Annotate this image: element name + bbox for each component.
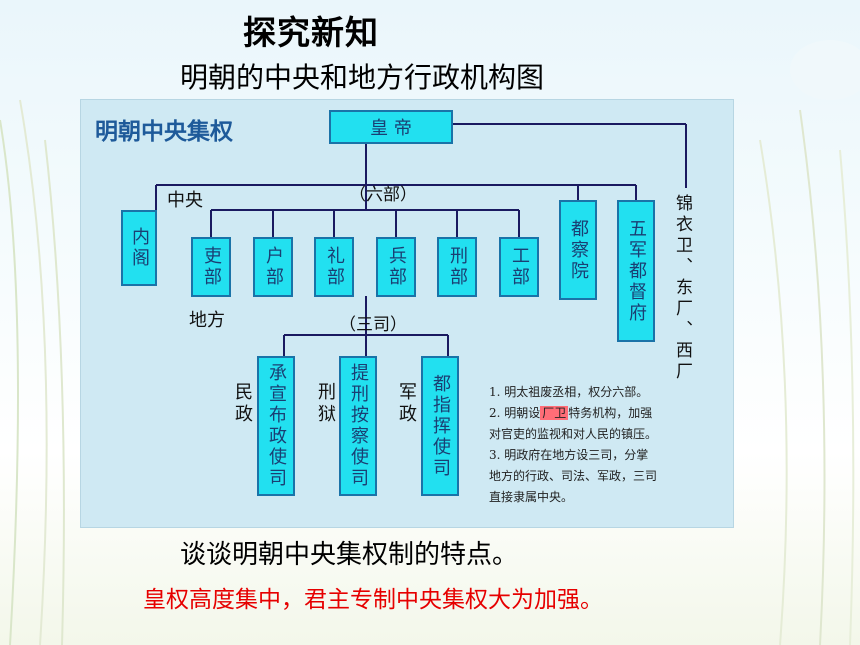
wujun-box: 五军都督府	[617, 200, 655, 342]
slide-subtitle: 明朝的中央和地方行政机构图	[180, 61, 545, 94]
central-label: 中央	[167, 190, 203, 211]
ministry-label: 礼部	[324, 246, 345, 288]
ministry-box-works: 工部	[499, 237, 539, 297]
neige-label: 内阁	[129, 227, 150, 269]
jinyiwei-label: 锦衣卫、东厂、西厂	[672, 194, 692, 383]
local-label: 地方	[189, 310, 225, 331]
office-label: 都指挥使司	[430, 373, 451, 479]
office-box-military: 都指挥使司	[421, 356, 459, 496]
side-label-military: 军政	[396, 382, 417, 426]
note-line-5: 地方的行政、司法、军政，三司	[489, 469, 658, 483]
ministry-box-personnel: 吏部	[191, 237, 231, 297]
office-label: 承宣布政使司	[266, 363, 287, 489]
notes-block: 1. 明太祖废丞相，权分六部。 2. 明朝设厂卫特务机构，加强 对官吏的监视和对…	[489, 382, 725, 508]
ministry-label: 兵部	[386, 246, 407, 288]
ministry-label: 吏部	[201, 246, 222, 288]
duchayuan-box: 都察院	[559, 200, 597, 300]
note-line-6: 直接隶属中央。	[489, 490, 574, 504]
office-label: 提刑按察使司	[348, 363, 369, 489]
note-line-2: 2. 明朝设厂卫特务机构，加强	[489, 403, 725, 424]
connector-lines	[155, 123, 687, 356]
side-label-justice: 刑狱	[315, 382, 336, 426]
office-box-judicial: 提刑按察使司	[339, 356, 377, 496]
ministry-box-justice: 刑部	[437, 237, 477, 297]
note-line-1: 1. 明太祖废丞相，权分六部。	[489, 385, 649, 399]
diagram-panel: 明朝中央集权 皇 帝 中央 （六部） 内阁 吏部 户部 礼部 兵部 刑部 工部 …	[80, 99, 734, 528]
slide-title: 探究新知	[243, 13, 379, 52]
note-line-2-pre: 2. 明朝设	[489, 406, 541, 420]
side-label-civil: 民政	[232, 382, 253, 426]
ministry-label: 刑部	[447, 246, 468, 288]
ministry-box-revenue: 户部	[253, 237, 293, 297]
ministry-box-rites: 礼部	[314, 237, 354, 297]
duchayuan-label: 都察院	[568, 218, 589, 282]
highlight-changwei: 厂卫	[540, 406, 569, 420]
office-box-administration: 承宣布政使司	[257, 356, 295, 496]
ministry-label: 工部	[509, 246, 530, 288]
three-offices-label: （三司）	[339, 315, 407, 335]
note-line-3: 对官吏的监视和对人民的镇压。	[489, 427, 658, 441]
emperor-label: 皇 帝	[370, 118, 412, 139]
ministry-label: 户部	[263, 246, 284, 288]
diagram-heading: 明朝中央集权	[95, 119, 233, 145]
note-line-4: 3. 明政府在地方设三司，分掌	[489, 448, 649, 462]
answer-text: 皇权高度集中，君主专制中央集权大为加强。	[143, 587, 603, 613]
ministry-box-war: 兵部	[376, 237, 416, 297]
wujun-label: 五军都督府	[626, 218, 647, 324]
neige-box: 内阁	[121, 210, 157, 286]
emperor-box: 皇 帝	[329, 110, 453, 144]
discussion-question: 谈谈明朝中央集权制的特点。	[180, 540, 519, 570]
note-line-2-post: 特务机构，加强	[568, 406, 653, 420]
six-ministries-label: （六部）	[349, 185, 417, 205]
